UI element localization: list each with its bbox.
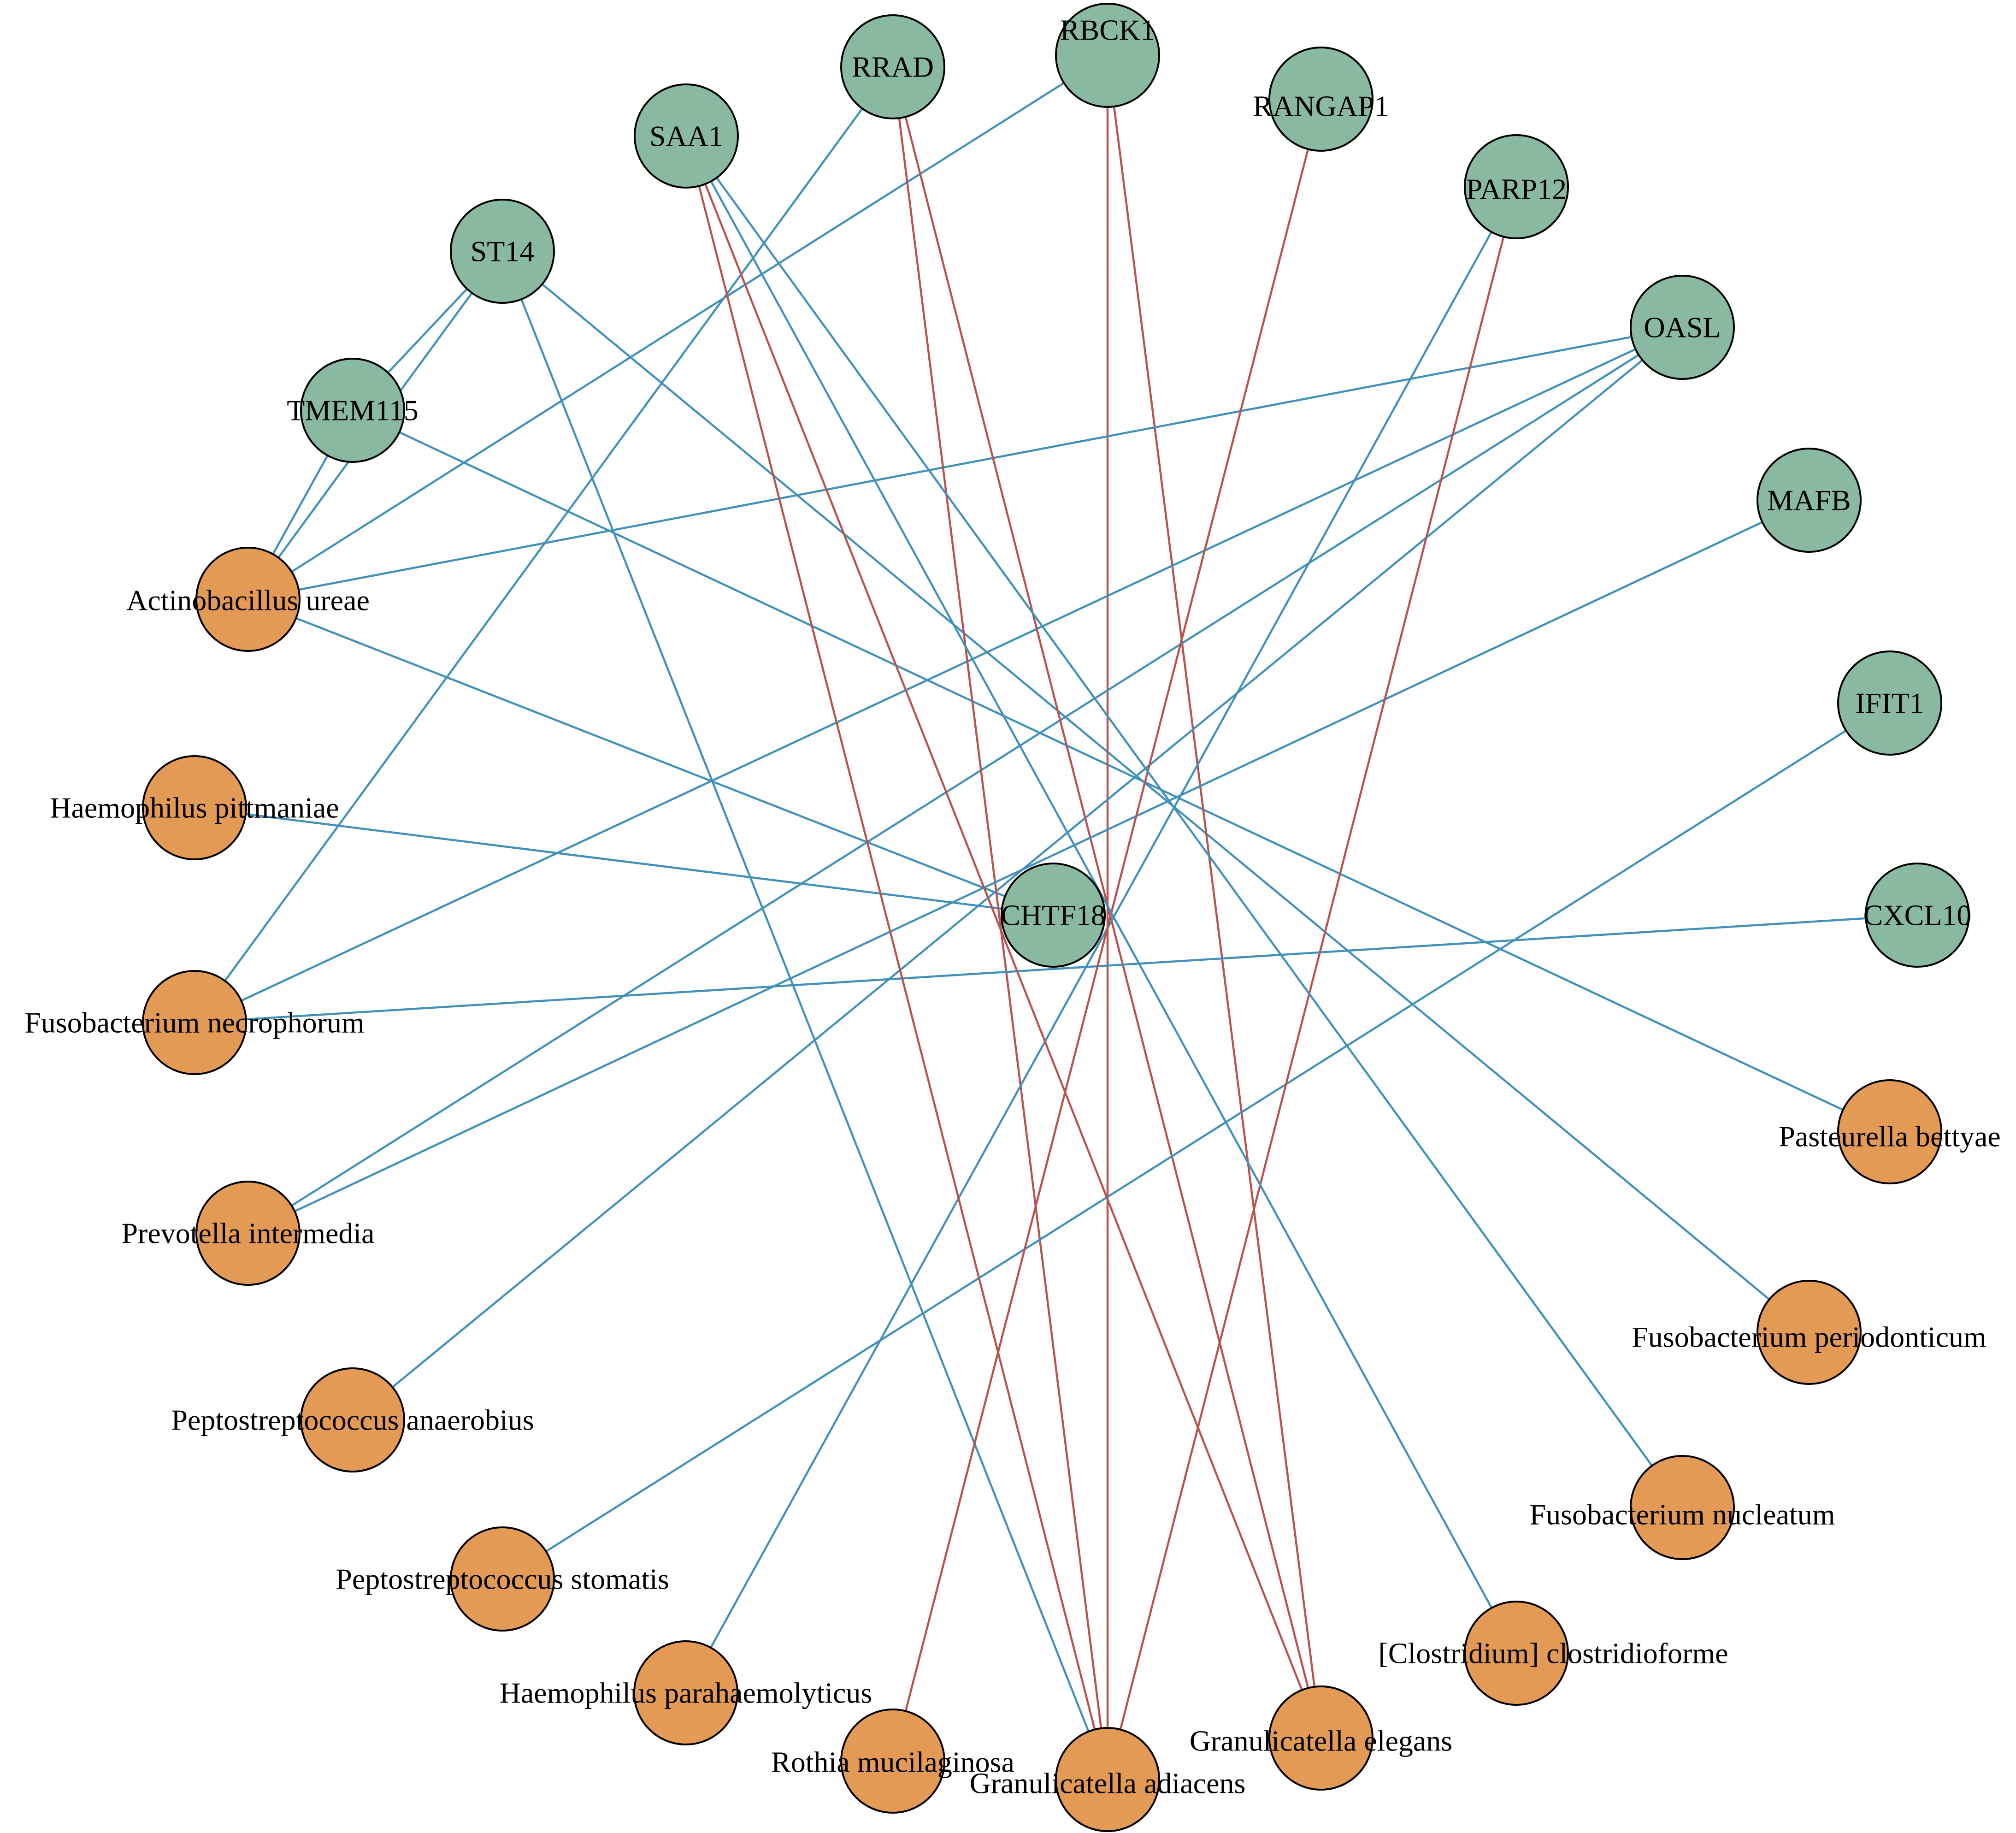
node-PrevotellaIntermedia[interactable] xyxy=(195,1181,301,1286)
node-label-PeptostreptococcusStomatis: Peptostreptococcus stomatis xyxy=(336,1563,669,1596)
node-label-CHTF18: CHTF18 xyxy=(1001,899,1106,932)
node-label-PasteurellaBettyae: Pasteurella bettyae xyxy=(1779,1120,2001,1153)
edge-MAFB-PrevotellaIntermedia xyxy=(248,499,1810,1235)
edge-RBCK1-GranulicatellaElegans xyxy=(1106,55,1322,1738)
edge-ST14-GranulicatellaAdiacens xyxy=(501,251,1109,1780)
node-ST14[interactable] xyxy=(450,199,555,304)
node-CXCL10[interactable] xyxy=(1865,863,1970,968)
edge-ST14-FusobacteriumPeriodonticum xyxy=(501,250,1810,1333)
node-PasteurellaBettyae[interactable] xyxy=(1837,1079,1942,1184)
edge-SAA1-GranulicatellaAdiacens xyxy=(685,136,1109,1780)
node-label-FusobacteriumPeriodonticum: Fusobacterium periodonticum xyxy=(1632,1321,1987,1354)
edge-IFIT1-PeptostreptococcusStomatis xyxy=(501,702,1891,1580)
edge-CXCL10-FusobacteriumNecrophorum xyxy=(194,914,1918,1024)
node-TMEM115[interactable] xyxy=(300,358,405,463)
node-label-MAFB: MAFB xyxy=(1767,484,1851,517)
node-HaemophilusPittmaniae[interactable] xyxy=(142,755,247,860)
edge-RRAD-FusobacteriumNecrophorum xyxy=(194,66,894,1023)
edge-SAA1-GranulicatellaElegans xyxy=(685,136,1322,1738)
node-RothiaMucilaginosa[interactable] xyxy=(840,1709,945,1814)
edge-OASL-PeptostreptococcusAnaerobius xyxy=(352,326,1683,1421)
node-label-GranulicatellaAdiacens: Granulicatella adiacens xyxy=(970,1767,1246,1800)
node-label-ClostridiumClostridioforme: [Clostridium] clostridioforme xyxy=(1379,1637,1728,1670)
edge-ActinobacillusUreae-CHTF18 xyxy=(248,598,1054,916)
edge-TMEM115-PasteurellaBettyae xyxy=(352,409,1890,1133)
node-label-PARP12: PARP12 xyxy=(1466,173,1567,206)
node-label-GranulicatellaElegans: Granulicatella elegans xyxy=(1190,1725,1452,1757)
node-GranulicatellaElegans[interactable] xyxy=(1268,1685,1373,1791)
node-RANGAP1[interactable] xyxy=(1268,47,1373,152)
edge-OASL-PrevotellaIntermedia xyxy=(247,326,1683,1234)
edge-layer xyxy=(194,54,1918,1780)
node-layer xyxy=(142,3,1970,1832)
node-label-FusobacteriumNecrophorum: Fusobacterium necrophorum xyxy=(24,1006,365,1039)
edge-PARP12-GranulicatellaAdiacens xyxy=(1106,186,1518,1780)
edge-RRAD-GranulicatellaElegans xyxy=(891,66,1322,1738)
node-PARP12[interactable] xyxy=(1464,134,1569,239)
edge-OASL-FusobacteriumNecrophorum xyxy=(194,326,1683,1024)
node-OASL[interactable] xyxy=(1630,275,1735,380)
node-label-SAA1: SAA1 xyxy=(649,120,723,153)
node-RBCK1[interactable] xyxy=(1055,3,1160,108)
node-SAA1[interactable] xyxy=(634,83,739,189)
edge-RBCK1-ActinobacillusUreae xyxy=(247,54,1108,600)
node-label-CXCL10: CXCL10 xyxy=(1863,899,1972,932)
node-label-FusobacteriumNucleatum: Fusobacterium nucleatum xyxy=(1530,1498,1835,1531)
edge-SAA1-FusobacteriumNucleatum xyxy=(685,135,1683,1508)
node-label-HaemophilusPittmaniae: Haemophilus pittmaniae xyxy=(50,792,339,824)
node-HaemophilusParahaemolyticus[interactable] xyxy=(633,1640,738,1745)
node-label-RANGAP1: RANGAP1 xyxy=(1253,90,1389,123)
node-MAFB[interactable] xyxy=(1757,448,1862,553)
node-GranulicatellaAdiacens[interactable] xyxy=(1055,1727,1160,1832)
node-FusobacteriumNecrophorum[interactable] xyxy=(142,970,247,1075)
node-label-ActinobacillusUreae: Actinobacillus ureae xyxy=(126,584,370,617)
node-CHTF18[interactable] xyxy=(1001,863,1106,968)
node-label-ST14: ST14 xyxy=(471,235,535,268)
node-ClostridiumClostridioforme[interactable] xyxy=(1464,1601,1569,1706)
edge-OASL-ActinobacillusUreae xyxy=(248,326,1683,601)
node-FusobacteriumPeriodonticum[interactable] xyxy=(1757,1280,1862,1385)
node-label-OASL: OASL xyxy=(1644,311,1721,344)
node-RRAD[interactable] xyxy=(840,14,945,119)
node-PeptostreptococcusStomatis[interactable] xyxy=(450,1526,555,1632)
node-label-PeptostreptococcusAnaerobius: Peptostreptococcus anaerobius xyxy=(171,1404,534,1437)
edge-RANGAP1-RothiaMucilaginosa xyxy=(891,99,1322,1762)
node-label-RBCK1: RBCK1 xyxy=(1060,14,1155,47)
node-ActinobacillusUreae[interactable] xyxy=(195,547,301,652)
node-label-RothiaMucilaginosa: Rothia mucilaginosa xyxy=(771,1746,1014,1779)
node-label-HaemophilusParahaemolyticus: Haemophilus parahaemolyticus xyxy=(500,1677,872,1709)
node-label-PrevotellaIntermedia: Prevotella intermedia xyxy=(121,1217,374,1250)
node-label-TMEM115: TMEM115 xyxy=(287,394,419,427)
node-label-RRAD: RRAD xyxy=(852,51,934,83)
node-FusobacteriumNucleatum[interactable] xyxy=(1630,1455,1735,1560)
node-PeptostreptococcusAnaerobius[interactable] xyxy=(300,1367,405,1472)
node-label-IFIT1: IFIT1 xyxy=(1855,687,1924,720)
node-IFIT1[interactable] xyxy=(1837,650,1942,756)
edge-RRAD-GranulicatellaAdiacens xyxy=(891,66,1109,1780)
edge-PARP12-HaemophilusParahaemolyticus xyxy=(685,186,1517,1694)
